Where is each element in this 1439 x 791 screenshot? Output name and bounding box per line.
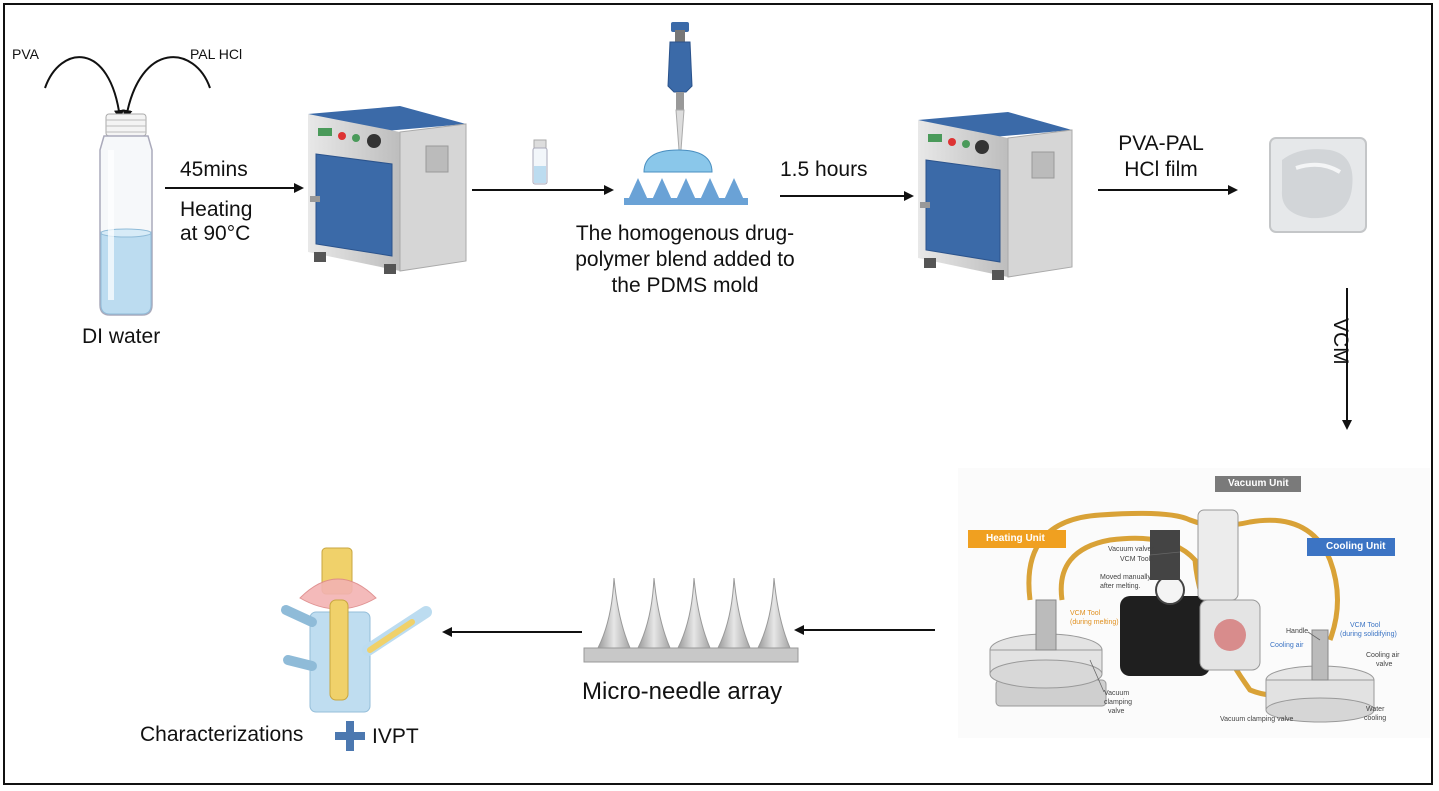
water-cooling-label-1: Water (1366, 706, 1385, 713)
vacuum-unit-tag: Vacuum Unit (1228, 478, 1289, 489)
diagram-frame (3, 3, 1433, 785)
vacuum-valves-label: Vacuum valves (1108, 546, 1155, 553)
step1-action: Heating (180, 198, 253, 221)
pal-hcl-label: PAL HCl (190, 46, 243, 62)
step3-time: 1.5 hours (780, 158, 868, 181)
oven-icon-2 (918, 112, 1073, 280)
step2-line1: The homogenous drug- (575, 222, 795, 245)
cooling-air-valve-label-1: Cooling air (1366, 652, 1400, 659)
step2-line2: polymer blend added to (575, 248, 795, 271)
ivpt-label: IVPT (372, 725, 419, 748)
cooling-unit-tag: Cooling Unit (1326, 541, 1386, 552)
microneedle-array-icon (583, 577, 799, 663)
vacuum-clamping-label-3: valve (1108, 708, 1125, 715)
film-icon (1269, 137, 1367, 233)
film-label-1: PVA-PAL (1118, 132, 1204, 155)
step1-temp: at 90°C (180, 222, 251, 245)
vacuum-clamping-valve-label: Vacuum clamping valve (1220, 716, 1294, 723)
vcm-tool-melting-label: VCM Tool (1070, 610, 1101, 617)
oven-icon (308, 106, 467, 274)
film-label-2: HCl film (1124, 158, 1198, 181)
step1-time: 45mins (180, 158, 248, 181)
small-vial-icon (532, 139, 548, 185)
pdms-mold-icon (624, 149, 748, 205)
vacuum-clamping-label-2: clamping (1104, 699, 1133, 706)
vcm-tools-label: VCM Tools (1120, 556, 1154, 563)
during-solidifying-label: (during solidifying) (1340, 631, 1397, 638)
plus-icon (335, 721, 365, 751)
cooling-air-valve-label-2: valve (1376, 661, 1393, 668)
step2-line3: the PDMS mold (611, 274, 759, 297)
vial-icon (99, 113, 153, 316)
pipette-icon (667, 22, 693, 151)
vcm-tool-solid-label: VCM Tool (1350, 622, 1381, 629)
vcm-machine-image (958, 468, 1430, 738)
input-arrows (44, 56, 211, 120)
water-cooling-label-2: cooling (1364, 715, 1387, 722)
pva-label: PVA (12, 46, 39, 62)
vcm-label: VCM (1329, 318, 1352, 365)
vacuum-clamping-label-1: Vacuum (1104, 690, 1130, 697)
heating-unit-tag: Heating Unit (986, 533, 1045, 544)
after-melting-label: after melting. (1100, 583, 1141, 590)
moved-manually-label: Moved manually (1100, 574, 1151, 581)
cooling-air-label: Cooling air (1270, 642, 1304, 649)
handle-label: Handle (1286, 628, 1309, 635)
di-water-label: DI water (82, 325, 161, 348)
characterizations-label: Characterizations (140, 723, 304, 746)
during-melting-label: (during melting) (1070, 619, 1119, 626)
franz-cell-icon (281, 547, 432, 713)
microneedle-array-label: Micro-needle array (582, 678, 783, 705)
